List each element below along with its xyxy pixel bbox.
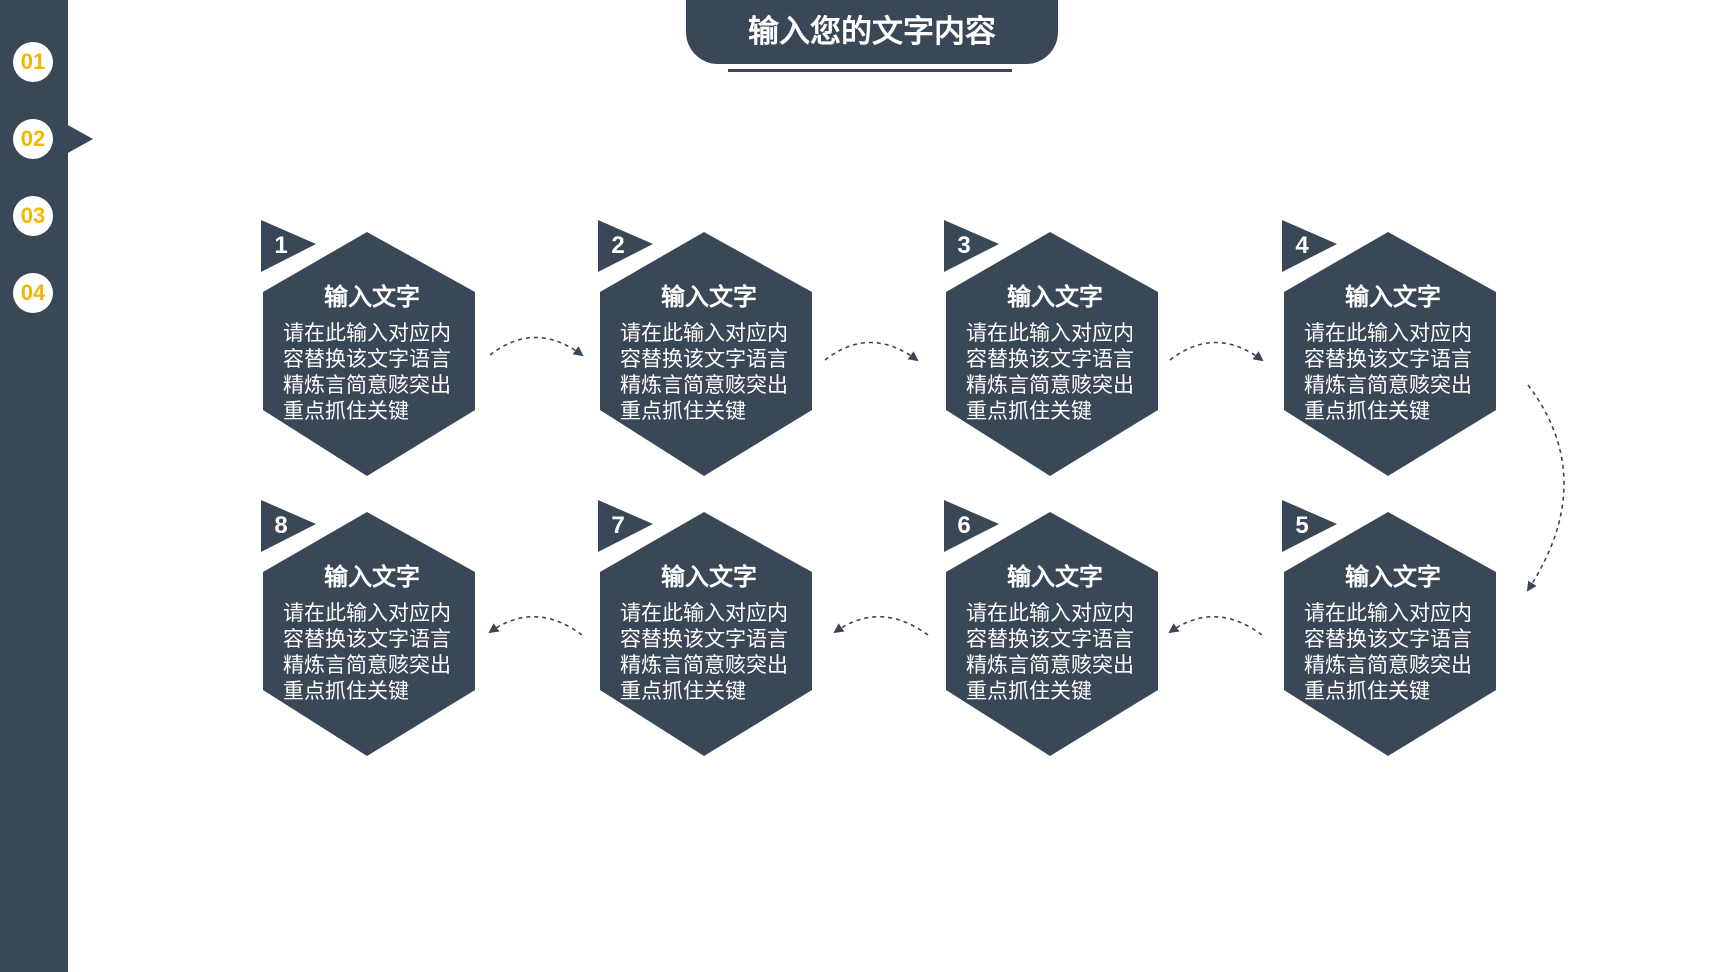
step-card-3: 3 输入文字 请在此输入对应内 容替换该文字语言 精炼言简意赅突出 重点抓住关键	[944, 220, 1166, 480]
step-line: 容替换该文字语言	[966, 347, 1134, 371]
dashed-curved-arrow-icon	[1169, 341, 1264, 362]
step-line: 重点抓住关键	[283, 679, 409, 703]
step-line: 请在此输入对应内	[966, 321, 1134, 345]
nav-active-pointer-icon	[66, 124, 93, 154]
step-line: 重点抓住关键	[620, 679, 746, 703]
step-line: 精炼言简意赅突出	[283, 653, 451, 677]
step-title: 输入文字	[1345, 563, 1441, 591]
hexagon-shape	[944, 500, 1158, 756]
step-line: 请在此输入对应内	[966, 601, 1134, 625]
step-number: 2	[611, 232, 625, 259]
step-line: 精炼言简意赅突出	[620, 373, 788, 397]
dashed-curved-arrow-icon	[1168, 615, 1263, 636]
dashed-curved-arrow-icon	[833, 615, 929, 636]
step-title: 输入文字	[661, 563, 757, 591]
step-description: 请在此输入对应内 容替换该文字语言 精炼言简意赅突出 重点抓住关键	[283, 600, 461, 704]
step-line: 精炼言简意赅突出	[283, 373, 451, 397]
step-card-6: 6 输入文字 请在此输入对应内 容替换该文字语言 精炼言简意赅突出 重点抓住关键	[944, 500, 1166, 760]
step-title: 输入文字	[661, 283, 757, 311]
step-line: 重点抓住关键	[620, 399, 746, 423]
sidebar: 01 02 03 04	[0, 0, 68, 972]
hexagon-shape	[1282, 220, 1496, 476]
hexagon-shape	[598, 220, 812, 476]
step-number: 8	[274, 512, 288, 539]
hexagon-shape	[261, 500, 475, 756]
step-line: 容替换该文字语言	[1304, 627, 1472, 651]
hexagon-shape	[944, 220, 1158, 476]
step-title: 输入文字	[1345, 283, 1441, 311]
step-card-7: 7 输入文字 请在此输入对应内 容替换该文字语言 精炼言简意赅突出 重点抓住关键	[598, 500, 820, 760]
step-line: 重点抓住关键	[283, 399, 409, 423]
step-line: 精炼言简意赅突出	[1304, 653, 1472, 677]
step-line: 精炼言简意赅突出	[966, 373, 1134, 397]
step-line: 请在此输入对应内	[283, 321, 451, 345]
step-title: 输入文字	[1007, 283, 1103, 311]
step-line: 重点抓住关键	[966, 399, 1092, 423]
step-number: 4	[1295, 232, 1309, 259]
step-line: 容替换该文字语言	[966, 627, 1134, 651]
step-line: 精炼言简意赅突出	[1304, 373, 1472, 397]
dashed-curved-arrow-icon	[1526, 384, 1565, 592]
step-line: 容替换该文字语言	[283, 347, 451, 371]
nav-item-04[interactable]: 04	[13, 273, 53, 313]
step-title: 输入文字	[1007, 563, 1103, 591]
step-description: 请在此输入对应内 容替换该文字语言 精炼言简意赅突出 重点抓住关键	[966, 320, 1144, 424]
step-card-4: 4 输入文字 请在此输入对应内 容替换该文字语言 精炼言简意赅突出 重点抓住关键	[1282, 220, 1504, 480]
step-line: 请在此输入对应内	[1304, 601, 1472, 625]
title-underline	[728, 69, 1012, 72]
step-line: 精炼言简意赅突出	[620, 653, 788, 677]
nav-item-01[interactable]: 01	[13, 42, 53, 82]
step-card-5: 5 输入文字 请在此输入对应内 容替换该文字语言 精炼言简意赅突出 重点抓住关键	[1282, 500, 1504, 760]
step-line: 精炼言简意赅突出	[966, 653, 1134, 677]
step-line: 容替换该文字语言	[620, 347, 788, 371]
step-description: 请在此输入对应内 容替换该文字语言 精炼言简意赅突出 重点抓住关键	[1304, 600, 1482, 704]
step-line: 请在此输入对应内	[1304, 321, 1472, 345]
step-line: 重点抓住关键	[966, 679, 1092, 703]
step-line: 请在此输入对应内	[620, 601, 788, 625]
step-description: 请在此输入对应内 容替换该文字语言 精炼言简意赅突出 重点抓住关键	[1304, 320, 1482, 424]
step-card-1: 1 输入文字 请在此输入对应内 容替换该文字语言 精炼言简意赅突出 重点抓住关键	[261, 220, 483, 480]
page-title: 输入您的文字内容	[686, 0, 1058, 64]
step-card-2: 2 输入文字 请在此输入对应内 容替换该文字语言 精炼言简意赅突出 重点抓住关键	[598, 220, 820, 480]
step-card-8: 8 输入文字 请在此输入对应内 容替换该文字语言 精炼言简意赅突出 重点抓住关键	[261, 500, 483, 760]
step-number: 7	[611, 512, 625, 539]
step-line: 请在此输入对应内	[283, 601, 451, 625]
hexagon-shape	[598, 500, 812, 756]
step-line: 重点抓住关键	[1304, 679, 1430, 703]
step-line: 容替换该文字语言	[1304, 347, 1472, 371]
step-number: 3	[957, 232, 971, 259]
step-description: 请在此输入对应内 容替换该文字语言 精炼言简意赅突出 重点抓住关键	[620, 600, 798, 704]
step-number: 5	[1295, 512, 1309, 539]
step-description: 请在此输入对应内 容替换该文字语言 精炼言简意赅突出 重点抓住关键	[966, 600, 1144, 704]
step-description: 请在此输入对应内 容替换该文字语言 精炼言简意赅突出 重点抓住关键	[620, 320, 798, 424]
step-title: 输入文字	[324, 563, 420, 591]
step-number: 1	[274, 232, 288, 259]
hexagon-shape	[261, 220, 475, 476]
hexagon-shape	[1282, 500, 1496, 756]
step-number: 6	[957, 512, 971, 539]
dashed-curved-arrow-icon	[824, 341, 919, 362]
step-line: 容替换该文字语言	[283, 627, 451, 651]
step-description: 请在此输入对应内 容替换该文字语言 精炼言简意赅突出 重点抓住关键	[283, 320, 461, 424]
dashed-curved-arrow-icon	[488, 615, 583, 636]
step-line: 重点抓住关键	[1304, 399, 1430, 423]
step-line: 请在此输入对应内	[620, 321, 788, 345]
step-line: 容替换该文字语言	[620, 627, 788, 651]
nav-item-03[interactable]: 03	[13, 196, 53, 236]
dashed-curved-arrow-icon	[489, 336, 584, 357]
step-title: 输入文字	[324, 283, 420, 311]
nav-item-02[interactable]: 02	[13, 119, 53, 159]
